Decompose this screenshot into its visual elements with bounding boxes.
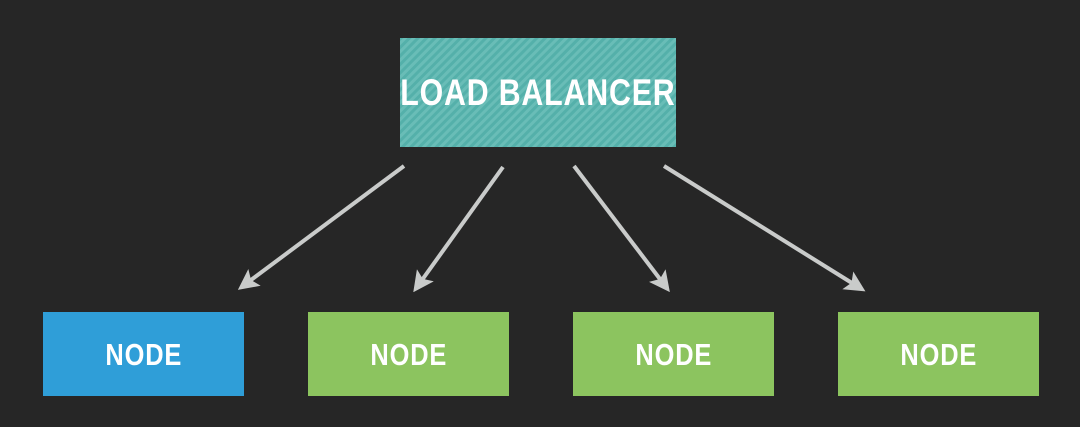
load-balancer-texture (400, 38, 676, 147)
node-box-4[interactable]: NODE (838, 312, 1039, 396)
load-balancer-node[interactable]: LOAD BALANCER (400, 38, 676, 147)
node-label-1: NODE (105, 336, 182, 372)
node-label-3: NODE (635, 336, 712, 372)
node-box-3[interactable]: NODE (573, 312, 774, 396)
connector-lb-to-node-4 (662, 164, 866, 292)
node-label-4: NODE (900, 336, 977, 372)
node-box-1[interactable]: NODE (43, 312, 244, 396)
connector-group (237, 164, 866, 293)
connector-lb-to-node-3 (572, 164, 670, 293)
connector-lb-to-node-2 (413, 165, 505, 293)
connector-lb-to-node-1 (237, 164, 406, 290)
node-box-2[interactable]: NODE (308, 312, 509, 396)
load-balancer-label: LOAD BALANCER (400, 72, 676, 113)
node-label-2: NODE (370, 336, 447, 372)
